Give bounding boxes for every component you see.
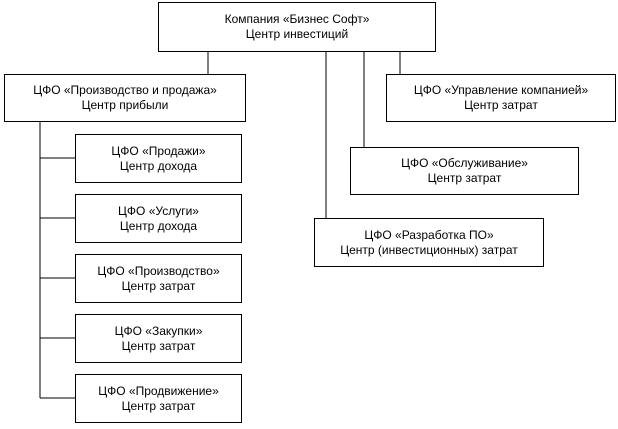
node-name: ЦФО «Продажи»: [111, 143, 206, 158]
node-services: ЦФО «Услуги» Центр дохода: [75, 194, 242, 243]
node-production-sales: ЦФО «Производство и продажа» Центр прибы…: [4, 74, 246, 122]
node-name: Компания «Бизнес Софт»: [224, 12, 370, 26]
node-software-development: ЦФО «Разработка ПО» Центр (инвестиционны…: [314, 218, 544, 267]
node-maintenance: ЦФО «Обслуживание» Центр затрат: [350, 147, 579, 195]
node-type: Центр (инвестиционных) затрат: [340, 242, 518, 257]
node-management: ЦФО «Управление компанией» Центр затрат: [386, 74, 616, 122]
node-type: Центр затрат: [121, 398, 196, 413]
node-name: ЦФО «Продвижение»: [98, 383, 219, 398]
node-type: Центр прибыли: [81, 98, 169, 112]
node-company-root: Компания «Бизнес Софт» Центр инвестиций: [158, 2, 436, 52]
node-promotion: ЦФО «Продвижение» Центр затрат: [75, 374, 242, 423]
node-name: ЦФО «Услуги»: [118, 203, 199, 218]
node-name: ЦФО «Обслуживание»: [401, 156, 528, 170]
node-name: ЦФО «Управление компанией»: [413, 83, 589, 97]
node-type: Центр инвестиций: [245, 27, 349, 41]
node-type: Центр дохода: [119, 158, 198, 173]
node-type: Центр затрат: [121, 278, 196, 293]
node-name: ЦФО «Производство»: [97, 263, 220, 278]
node-procurement: ЦФО «Закупки» Центр затрат: [75, 314, 242, 363]
node-name: ЦФО «Разработка ПО»: [364, 227, 494, 242]
node-type: Центр затрат: [464, 98, 538, 112]
node-type: Центр затрат: [121, 338, 196, 353]
node-name: ЦФО «Производство и продажа»: [33, 83, 217, 97]
node-production: ЦФО «Производство» Центр затрат: [75, 254, 242, 303]
node-type: Центр дохода: [119, 218, 198, 233]
node-sales: ЦФО «Продажи» Центр дохода: [75, 134, 242, 183]
node-name: ЦФО «Закупки»: [114, 323, 203, 338]
node-type: Центр затрат: [427, 171, 502, 185]
